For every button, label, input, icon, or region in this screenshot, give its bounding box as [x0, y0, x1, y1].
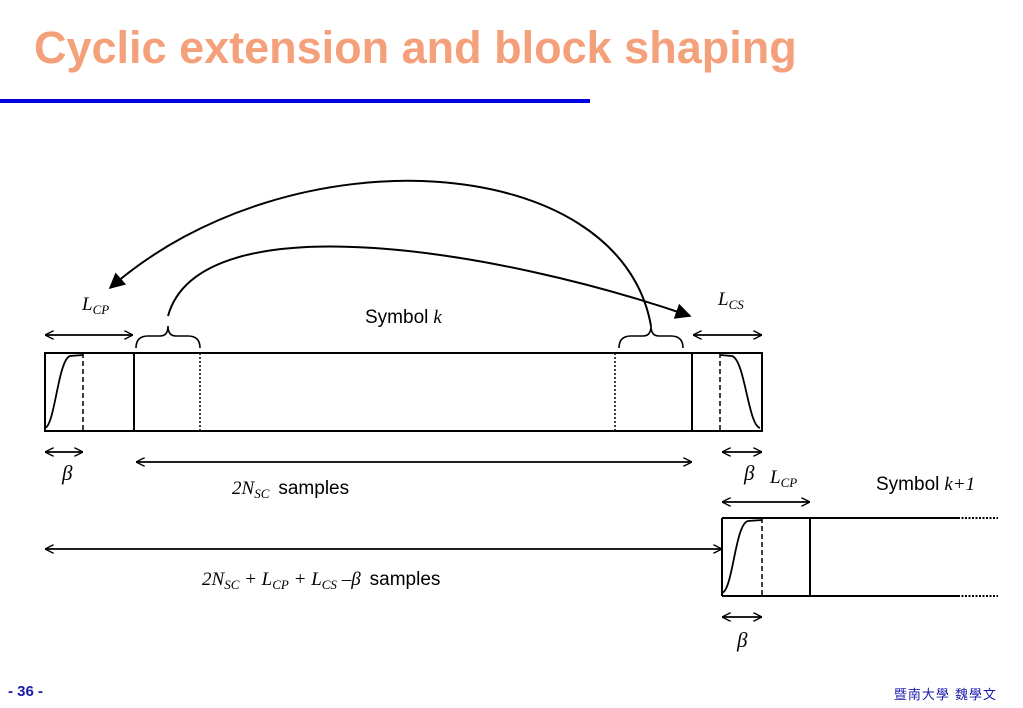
symbol-k-block: [44, 352, 763, 432]
cyclic-prefix-arc: [108, 179, 652, 327]
beta-left-label: β: [61, 461, 73, 485]
lcp-label: LCP: [81, 294, 109, 317]
slide-title: Cyclic extension and block shaping: [34, 22, 797, 73]
lcs-label: LCS: [717, 289, 744, 312]
brace-end-copy: [618, 325, 684, 349]
beta-right-label: β: [743, 461, 755, 485]
footer-author: 暨南大學 魏學文: [893, 688, 997, 703]
beta-bottom-label: β: [736, 628, 748, 652]
cyclic-suffix-arc: [167, 245, 692, 319]
ramp-up-curve: [44, 354, 84, 429]
lcp-next-label: LCP: [769, 467, 797, 490]
next-ramp-up-curve: [721, 519, 763, 594]
title-underline: [0, 99, 590, 103]
page-number: - 36 -: [8, 683, 44, 700]
brace-start-copy: [135, 325, 201, 349]
ramp-down-curve: [719, 354, 761, 429]
